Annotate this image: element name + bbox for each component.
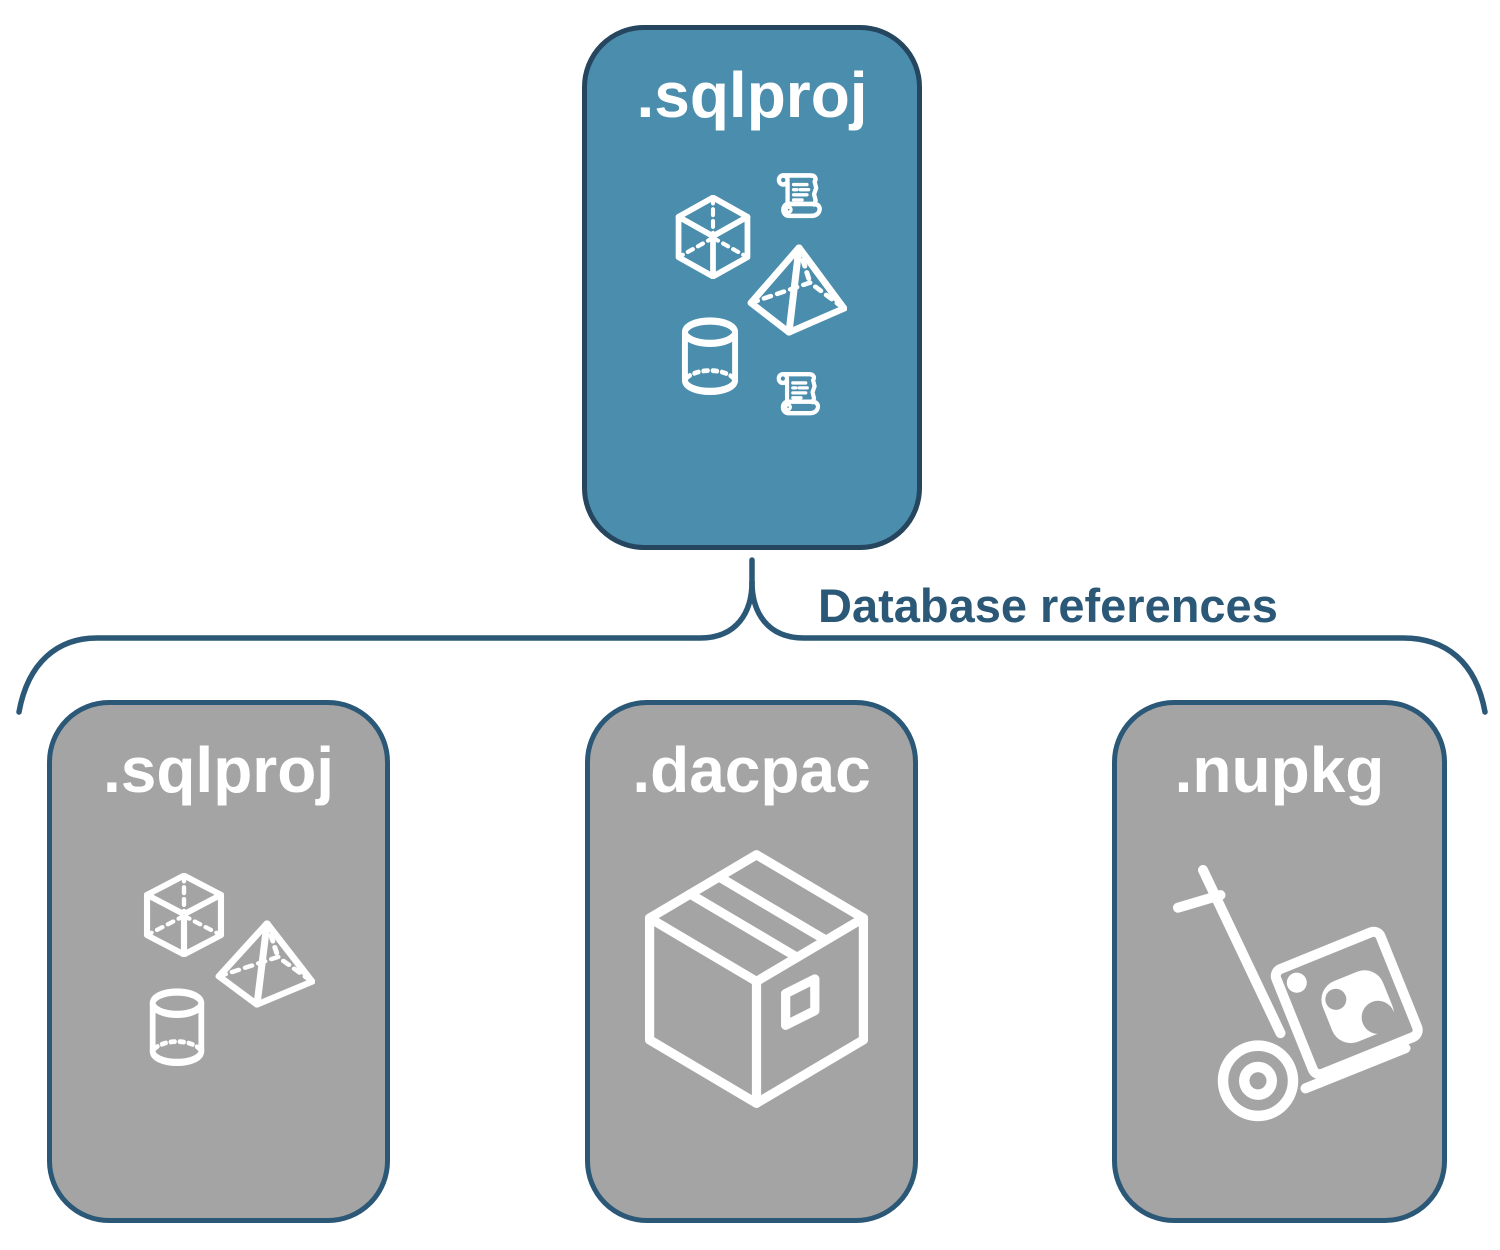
pyramid-icon — [215, 920, 315, 1008]
connector-label: Database references — [818, 579, 1278, 632]
cylinder-icon — [681, 317, 739, 395]
brace-left-arm — [16, 579, 755, 715]
node-dacpac-title: .dacpac — [632, 734, 871, 806]
scroll-icon — [776, 173, 822, 219]
cube-icon — [675, 195, 751, 279]
node-sqlproj-root-title: .sqlproj — [636, 59, 868, 131]
node-nupkg: .nupkg — [1112, 700, 1447, 1223]
scroll-icon — [776, 371, 821, 416]
node-sqlproj-root: .sqlproj — [582, 25, 922, 550]
cube-icon — [143, 873, 225, 957]
node-sqlproj-child: .sqlproj — [47, 700, 390, 1223]
pyramid-icon — [747, 244, 847, 336]
package-box-icon — [644, 850, 869, 1108]
cylinder-icon — [149, 988, 205, 1066]
node-sqlproj-child-title: .sqlproj — [102, 734, 335, 806]
node-nupkg-title: .nupkg — [1174, 734, 1385, 806]
node-dacpac: .dacpac — [585, 700, 918, 1223]
nuget-hand-truck-icon — [1173, 865, 1423, 1122]
